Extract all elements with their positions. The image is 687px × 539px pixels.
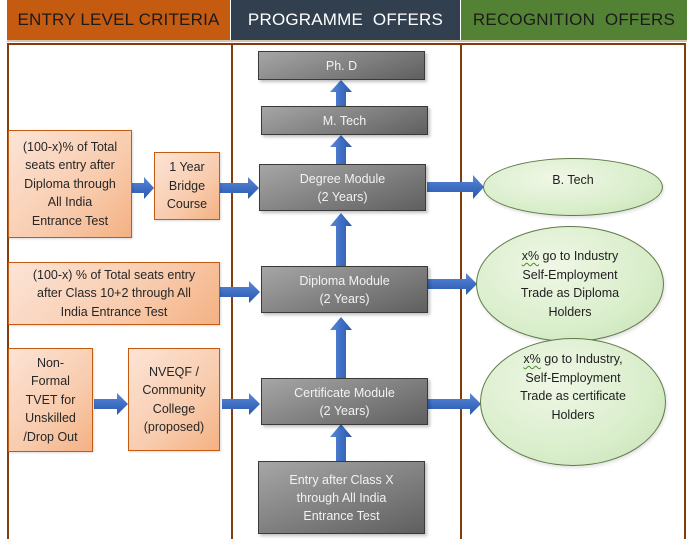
arrow-diploma-to-diploma-holders	[427, 273, 477, 295]
header-programme-offers: PROGRAMME OFFERS	[231, 0, 460, 40]
header-divider	[7, 40, 687, 42]
arrow-after-diploma-to-bridge	[132, 177, 154, 199]
degree-module-text: Degree Module (2 Years)	[299, 171, 386, 204]
entry-column-top-border	[7, 43, 232, 45]
mtech-text: M. Tech	[322, 113, 367, 128]
programme-column-left-border	[231, 44, 233, 539]
header-recognition-offers: RECOGNITION OFFERS	[461, 0, 687, 40]
diploma-holders-ellipse: x% go to Industry Self-Employment Trade …	[476, 226, 664, 342]
diploma-holders-rest: go to Industry Self-Employment Trade as …	[520, 249, 620, 319]
certificate-holders-text: x% go to Industry, Self-Employment Trade…	[520, 350, 626, 424]
certificate-holders-ellipse: x% go to Industry, Self-Employment Trade…	[480, 338, 666, 466]
header-programme-label: PROGRAMME OFFERS	[247, 10, 444, 29]
arrow-nonformal-to-nveqf	[94, 393, 128, 415]
entry-after-class-12-box: (100-x) % of Total seats entry after Cla…	[8, 262, 220, 325]
non-formal-tvet-text: Non- Formal TVET for Unskilled /Drop Out	[23, 355, 78, 444]
diploma-holders-prefix: x%	[521, 249, 540, 263]
non-formal-tvet-box: Non- Formal TVET for Unskilled /Drop Out	[8, 348, 93, 452]
bridge-course-box: 1 Year Bridge Course	[154, 152, 220, 220]
phd-box: Ph. D	[258, 51, 425, 80]
entry-after-diploma-text: (100-x)% of Total seats entry after Dipl…	[22, 139, 118, 228]
arrow-classx-to-certificate	[330, 424, 352, 462]
arrow-degree-to-mtech	[330, 135, 352, 165]
arrow-nveqf-to-certificate	[222, 393, 260, 415]
btech-text: B. Tech	[552, 172, 594, 187]
bridge-course-text: 1 Year Bridge Course	[166, 160, 208, 212]
arrow-certificate-to-diploma	[330, 317, 352, 379]
nveqf-community-college-text: NVEQF / Community College (proposed)	[142, 364, 206, 435]
diploma-holders-text: x% go to Industry Self-Employment Trade …	[521, 247, 619, 321]
recognition-column-top-border	[461, 43, 686, 45]
entry-after-diploma-box: (100-x)% of Total seats entry after Dipl…	[8, 130, 132, 238]
phd-text: Ph. D	[325, 58, 358, 73]
certificate-module-text: Certificate Module (2 Years)	[294, 385, 395, 418]
arrow-mtech-to-phd	[330, 80, 352, 108]
header-entry-label: ENTRY LEVEL CRITERIA	[17, 10, 220, 29]
mtech-box: M. Tech	[261, 106, 428, 135]
arrow-bridge-to-degree	[220, 177, 259, 199]
header-recognition-label: RECOGNITION OFFERS	[472, 10, 676, 29]
header-entry-level-criteria: ENTRY LEVEL CRITERIA	[7, 0, 230, 40]
recognition-column-right-border	[684, 44, 686, 539]
diploma-module-box: Diploma Module (2 Years)	[261, 266, 428, 313]
entry-after-class-x-text: Entry after Class X through All India En…	[289, 472, 394, 523]
nveqf-community-college-box: NVEQF / Community College (proposed)	[128, 348, 220, 451]
recognition-column-left-border	[460, 44, 462, 539]
diploma-module-text: Diploma Module (2 Years)	[299, 273, 390, 306]
entry-after-class-12-text: (100-x) % of Total seats entry after Cla…	[32, 267, 196, 319]
certificate-module-box: Certificate Module (2 Years)	[261, 378, 428, 425]
entry-after-class-x-box: Entry after Class X through All India En…	[258, 461, 425, 534]
degree-module-box: Degree Module (2 Years)	[259, 164, 426, 211]
certificate-holders-rest: go to Industry, Self-Employment Trade as…	[520, 352, 626, 422]
btech-ellipse: B. Tech	[483, 158, 663, 216]
programme-column-top-border	[232, 43, 461, 45]
arrow-diploma-to-degree	[330, 213, 352, 266]
arrow-class12-to-diploma	[220, 281, 260, 303]
arrow-certificate-to-certificate-holders	[427, 393, 481, 415]
arrow-degree-to-btech	[427, 175, 484, 199]
certificate-holders-prefix: x%	[523, 352, 541, 366]
